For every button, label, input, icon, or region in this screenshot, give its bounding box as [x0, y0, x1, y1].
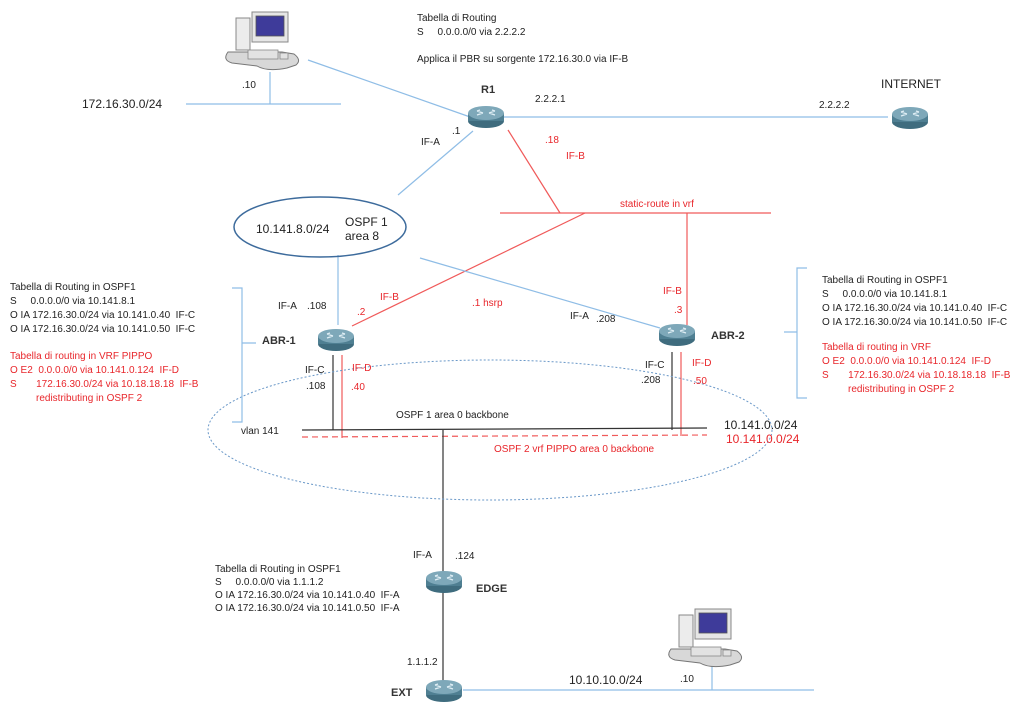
- backbone-ellipse: [207, 359, 773, 501]
- abr2-vrf-row: O E2 0.0.0.0/0 via 10.141.0.124 IF-D: [822, 356, 991, 367]
- internet-ip: 2.2.2.2: [819, 100, 850, 111]
- abr1-if-d-label: IF-D: [352, 363, 371, 374]
- hsrp-label: .1 hsrp: [472, 298, 503, 309]
- pc2-computer-icon: [668, 608, 743, 668]
- ext-ip: 1.1.1.2: [407, 657, 438, 668]
- abr1-vrf-row: O E2 0.0.0.0/0 via 10.141.0.124 IF-D: [10, 365, 179, 376]
- abr1-if-c-ip: .108: [306, 381, 326, 392]
- vlan-label: vlan 141: [241, 426, 279, 437]
- edge-ospf-row: S 0.0.0.0/0 via 1.1.1.2: [215, 577, 324, 588]
- abr2-vrf-note: redistributing in OSPF 2: [848, 384, 955, 395]
- r1-pbr-note: Applica il PBR su sorgente 172.16.30.0 v…: [417, 54, 629, 65]
- ext-name: EXT: [391, 687, 413, 699]
- edge-router-icon[interactable]: [425, 570, 463, 594]
- pc2-subnet: 10.10.10.0/24: [569, 673, 643, 687]
- r1-if-b-ip: .18: [545, 135, 559, 146]
- abr1-if-c-label: IF-C: [305, 365, 324, 376]
- pc1-subnet: 172.16.30.0/24: [82, 97, 162, 111]
- abr2-vrf-row: S 172.16.30.0/24 via 10.18.18.18 IF-B: [822, 370, 1011, 381]
- r1-table-line: S 0.0.0.0/0 via 2.2.2.2: [417, 27, 526, 38]
- abr1-if-a-ip: .108: [307, 301, 327, 312]
- abr2-if-a-ip: .208: [596, 314, 616, 325]
- abr2-if-b-ip: .3: [674, 305, 683, 316]
- ext-router-icon[interactable]: [425, 679, 463, 703]
- r1-if-a-ip: .1: [452, 126, 461, 137]
- ospf1-backbone-label: OSPF 1 area 0 backbone: [396, 410, 509, 421]
- vlan141-ospf2-line: [301, 434, 708, 438]
- abr1-if-a-label: IF-A: [278, 301, 297, 312]
- area8-area-label: area 8: [345, 229, 379, 243]
- abr2-if-d-ip: .50: [693, 376, 707, 387]
- static-route-vrf-label: static-route in vrf: [620, 199, 694, 210]
- abr2-if-c-label: IF-C: [645, 360, 664, 371]
- abr2-ospf-table: Tabella di Routing in OSPF1 S 0.0.0.0/0 …: [822, 275, 1007, 328]
- r1-if-b-label: IF-B: [566, 151, 585, 162]
- ospf-area8-ellipse: [233, 196, 407, 258]
- abr1-if-b-ip: .2: [357, 307, 366, 318]
- edge-ospf-row: O IA 172.16.30.0/24 via 10.141.0.40 IF-A: [215, 590, 400, 601]
- abr1-ospf-row: O IA 172.16.30.0/24 via 10.141.0.40 IF-C: [10, 310, 195, 321]
- abr1-if-b-label: IF-B: [380, 292, 399, 303]
- edge-ospf-row: O IA 172.16.30.0/24 via 10.141.0.50 IF-A: [215, 603, 400, 614]
- abr2-if-b-label: IF-B: [663, 286, 682, 297]
- abr2-name: ABR-2: [711, 330, 745, 342]
- edge-ospf-title: Tabella di Routing in OSPF1: [215, 564, 341, 575]
- abr1-name: ABR-1: [262, 335, 296, 347]
- r1-if-a-label: IF-A: [421, 137, 440, 148]
- abr2-vrf-table: Tabella di routing in VRF O E2 0.0.0.0/0…: [822, 342, 1011, 395]
- r1-router-icon[interactable]: [467, 105, 505, 129]
- vrf-abr1-link: [351, 212, 586, 327]
- r1-ifb-link: [507, 129, 561, 214]
- backbone-subnet-ospf1: 10.141.0.0/24: [724, 418, 798, 432]
- pc2-ip: .10: [680, 674, 694, 685]
- r1-area8-link: [397, 130, 474, 196]
- pc1-computer-icon: [225, 11, 300, 71]
- abr1-vrf-row: S 172.16.30.0/24 via 10.18.18.18 IF-B: [10, 379, 199, 390]
- abr2-if-c-ip: .208: [641, 375, 661, 386]
- abr1-ospf-row: O IA 172.16.30.0/24 via 10.141.0.50 IF-C: [10, 324, 195, 335]
- internet-name: INTERNET: [881, 77, 942, 91]
- area8-ospf-label: OSPF 1: [345, 215, 388, 229]
- abr2-ospf-row: O IA 172.16.30.0/24 via 10.141.0.50 IF-C: [822, 317, 1007, 328]
- abr1-ospf-title: Tabella di Routing in OSPF1: [10, 282, 136, 293]
- ospf2-backbone-label: OSPF 2 vrf PIPPO area 0 backbone: [494, 444, 655, 455]
- abr2-if-a-label: IF-A: [570, 311, 589, 322]
- abr2-router-icon[interactable]: [658, 323, 696, 347]
- r1-name: R1: [481, 84, 495, 96]
- abr1-vrf-title: Tabella di routing in VRF PIPPO: [10, 351, 153, 362]
- area8-abr2-link: [419, 257, 661, 329]
- internet-router-icon[interactable]: [891, 106, 929, 130]
- abr1-vrf-table: Tabella di routing in VRF PIPPO O E2 0.0…: [10, 351, 199, 404]
- abr1-vrf-note: redistributing in OSPF 2: [36, 393, 143, 404]
- abr1-ospf-row: S 0.0.0.0/0 via 10.141.8.1: [10, 296, 136, 307]
- edge-name: EDGE: [476, 583, 507, 595]
- abr1-router-icon[interactable]: [317, 328, 355, 352]
- edge-ospf-table: Tabella di Routing in OSPF1 S 0.0.0.0/0 …: [215, 564, 400, 614]
- abr1-table-bracket: [232, 287, 256, 423]
- edge-if-a-label: IF-A: [413, 550, 432, 561]
- backbone-subnet-ospf2: 10.141.0.0/24: [726, 432, 800, 446]
- area8-subnet: 10.141.8.0/24: [256, 222, 330, 236]
- vlan141-ospf1-line: [301, 427, 708, 431]
- abr1-if-d-ip: .40: [351, 382, 365, 393]
- abr2-ospf-row: O IA 172.16.30.0/24 via 10.141.0.40 IF-C: [822, 303, 1007, 314]
- abr2-vrf-title: Tabella di routing in VRF: [822, 342, 931, 353]
- pc1-r1-link: [307, 59, 474, 119]
- abr2-if-d-label: IF-D: [692, 358, 711, 369]
- r1-wan-ip: 2.2.2.1: [535, 94, 566, 105]
- abr2-table-bracket: [784, 267, 807, 399]
- abr2-ospf-row: S 0.0.0.0/0 via 10.141.8.1: [822, 289, 948, 300]
- pc1-ip: .10: [242, 80, 256, 91]
- abr2-ospf-title: Tabella di Routing in OSPF1: [822, 275, 948, 286]
- abr1-ospf-table: Tabella di Routing in OSPF1 S 0.0.0.0/0 …: [10, 282, 195, 335]
- r1-table-title: Tabella di Routing: [417, 13, 497, 24]
- edge-if-a-ip: .124: [455, 551, 475, 562]
